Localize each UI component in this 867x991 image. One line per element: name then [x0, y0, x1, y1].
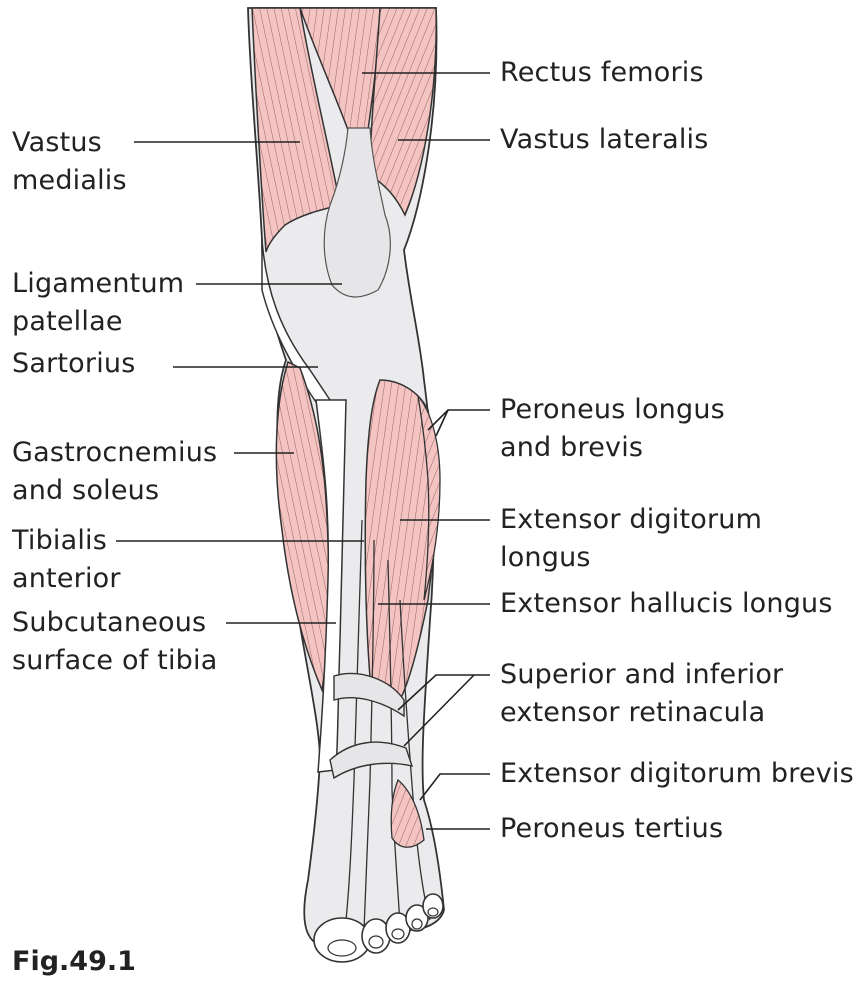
peroneus-muscle [416, 393, 441, 601]
label-vastus-lateralis: Vastus lateralis [500, 124, 709, 155]
label-peroneus-tertius: Peroneus tertius [500, 813, 724, 844]
leader-retinacula-2 [403, 674, 475, 747]
vastus-lateralis-muscle [369, 7, 437, 217]
leader-edb [419, 773, 490, 801]
label-vastus-medialis: Vastus medialis [12, 127, 127, 196]
leader-retinacula-1 [397, 674, 490, 711]
label-extensor-digitorum-longus: Extensor digitorum longus [500, 504, 763, 573]
figure-caption: Fig.49.1 [12, 946, 136, 977]
label-extensor-digitorum-brevis: Extensor digitorum brevis [500, 758, 854, 789]
inferior-retinaculum [329, 741, 414, 780]
extensor-digitorum-brevis-muscle [390, 778, 425, 848]
label-tibialis-anterior: Tibialis anterior [12, 525, 121, 594]
label-extensor-retinacula: Superior and inferior extensor retinacul… [500, 659, 784, 728]
superior-retinaculum [333, 672, 405, 718]
label-extensor-hallucis-longus: Extensor hallucis longus [500, 588, 833, 619]
leader-peroneus-2 [435, 409, 449, 437]
gastrocnemius-soleus-muscle [275, 360, 330, 693]
label-gastrocnemius-soleus: Gastrocnemius and soleus [12, 437, 218, 506]
leader-peroneus [427, 409, 490, 431]
label-rectus-femoris: Rectus femoris [500, 57, 704, 88]
toenails [327, 907, 439, 957]
label-sartorius: Sartorius [12, 348, 136, 379]
patella-tendon-area [323, 127, 391, 298]
label-ligamentum-patellae: Ligamentum patellae [12, 268, 185, 337]
label-peroneus-longus-brevis: Peroneus longus and brevis [500, 394, 725, 463]
vastus-medialis-muscle [251, 7, 341, 253]
leader-lines [116, 72, 490, 830]
label-subcutaneous-tibia: Subcutaneous surface of tibia [12, 607, 218, 676]
